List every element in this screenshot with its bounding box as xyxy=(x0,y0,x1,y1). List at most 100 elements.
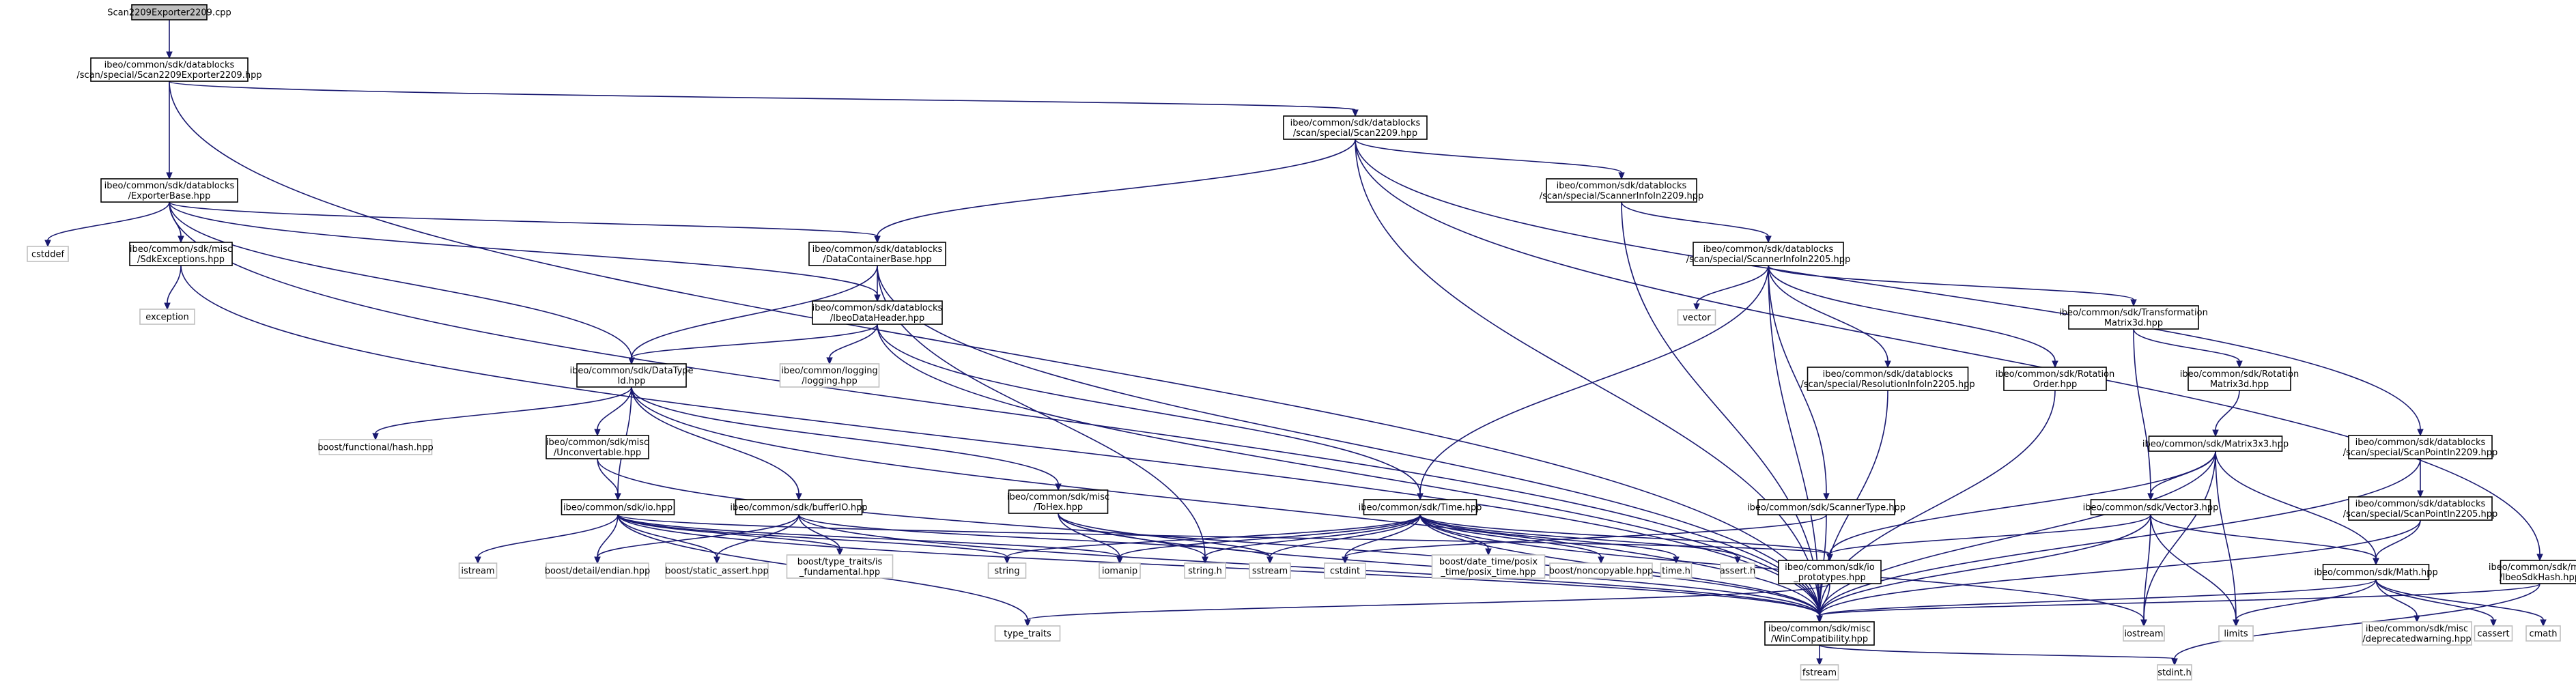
node-cpp[interactable]: Scan2209Exporter2209.cpp xyxy=(107,4,231,20)
node-ioHpp[interactable]: ibeo/common/sdk/io.hpp xyxy=(561,499,675,515)
edge-mat3x3-to-iostream xyxy=(2140,451,2216,627)
node-unconv[interactable]: ibeo/common/sdk/misc/Unconvertable.hpp xyxy=(546,435,649,459)
node-label: boost/static_assert.hpp xyxy=(665,567,768,577)
node-label: cstdint xyxy=(1330,567,1360,577)
node-label: boost/functional/hash.hpp xyxy=(317,443,434,453)
edge-winCompat-to-fstream xyxy=(1816,645,1823,666)
node-label: ibeo/common/sdk/io.hpp xyxy=(563,503,673,513)
node-label: ibeo/common/sdk/datablocks xyxy=(1703,244,1834,255)
edge-timeHpp-to-noncopy xyxy=(1419,514,1604,564)
node-box xyxy=(2157,664,2192,681)
node-dcBase[interactable]: ibeo/common/sdk/datablocks/DataContainer… xyxy=(808,242,946,266)
edge-scanHpp-to-sp2209 xyxy=(1355,139,2424,437)
edge-dataType-to-bfHash xyxy=(372,386,632,441)
node-label: /Unconvertable.hpp xyxy=(554,448,641,458)
edge-timeHpp-to-string xyxy=(1004,514,1421,564)
node-label: ibeo/common/sdk/bufferIO.hpp xyxy=(730,503,867,513)
node-box xyxy=(1807,367,1969,391)
edge-timeHpp-to-stringH xyxy=(1202,514,1421,564)
node-assertH: assert.h xyxy=(1720,562,1755,579)
node-timeHpp[interactable]: ibeo/common/sdk/Time.hpp xyxy=(1359,499,1482,515)
node-scanHpp[interactable]: ibeo/common/sdk/datablocks/scan/special/… xyxy=(1283,115,1428,140)
node-sp2205[interactable]: ibeo/common/sdk/datablocks/scan/special/… xyxy=(2343,496,2498,521)
node-cstddef: cstddef xyxy=(27,246,69,262)
node-label: boost/detail/endian.hpp xyxy=(545,567,651,577)
edge-sdkHash-to-stdintH xyxy=(2171,583,2540,666)
edge-vec3-to-iostream xyxy=(2140,514,2151,627)
node-exporterBase[interactable]: ibeo/common/sdk/datablocks/ExporterBase.… xyxy=(100,178,238,203)
node-box xyxy=(1660,562,1693,579)
node-box xyxy=(786,554,894,579)
edge-timeHpp-to-iomanip xyxy=(1116,514,1421,564)
node-label: ibeo/common/sdk/misc xyxy=(2366,624,2468,634)
edge-exporterBase-to-winCompat xyxy=(169,201,1823,623)
edge-math-to-limits xyxy=(2233,579,2377,627)
edge-transMat-to-vec3 xyxy=(2133,328,2154,501)
node-label: ibeo/common/sdk/datablocks xyxy=(2355,438,2486,448)
node-cassert: cassert xyxy=(2474,625,2513,642)
node-label: /scan/special/ScannerInfoIn2209.hpp xyxy=(1540,191,1703,201)
node-ibeoHdr[interactable]: ibeo/common/sdk/datablocks/IbeoDataHeade… xyxy=(812,300,943,325)
node-iostream: iostream xyxy=(2123,625,2165,642)
node-bufferIO[interactable]: ibeo/common/sdk/bufferIO.hpp xyxy=(730,499,868,515)
node-label: ibeo/common/sdk/misc xyxy=(130,244,232,255)
node-box xyxy=(546,562,649,579)
node-math[interactable]: ibeo/common/sdk/Math.hpp xyxy=(2314,564,2438,580)
node-vec3[interactable]: ibeo/common/sdk/Vector3.hpp xyxy=(2083,499,2219,515)
node-scannerType[interactable]: ibeo/common/sdk/ScannerType.hpp xyxy=(1747,499,1906,515)
edge-ioProto-to-typeTraits xyxy=(1024,583,1830,627)
node-mat3x3[interactable]: ibeo/common/sdk/Matrix3x3.hpp xyxy=(2142,435,2289,452)
edge-expHpp-to-scanHpp xyxy=(169,81,1359,117)
node-label: boost/noncopyable.hpp xyxy=(1549,567,1654,577)
edge-ibeoHdr-to-logging xyxy=(826,324,878,365)
node-transMat[interactable]: ibeo/common/sdk/TransformationMatrix3d.h… xyxy=(2059,305,2208,330)
edge-timeHpp-to-timeH xyxy=(1419,514,1680,564)
node-limits: limits xyxy=(2218,625,2254,642)
node-box xyxy=(1184,562,1226,579)
node-box xyxy=(1099,562,1141,579)
node-siInfo2205[interactable]: ibeo/common/sdk/datablocks/scan/special/… xyxy=(1686,242,1850,266)
node-exception: exception xyxy=(139,309,195,325)
node-sdkExc[interactable]: ibeo/common/sdk/misc/SdkExceptions.hpp xyxy=(129,242,233,266)
node-box xyxy=(2348,435,2493,459)
node-winCompat[interactable]: ibeo/common/sdk/misc/WinCompatibility.hp… xyxy=(1764,621,1875,646)
node-sdkHash[interactable]: ibeo/common/sdk/misc/IbeoSdkHash.hpp xyxy=(2489,560,2576,584)
node-label: /SdkExceptions.hpp xyxy=(137,255,225,265)
node-box xyxy=(2148,435,2283,452)
edge-layer xyxy=(44,20,2547,666)
node-sp2209[interactable]: ibeo/common/sdk/datablocks/scan/special/… xyxy=(2343,435,2498,459)
node-box xyxy=(546,435,649,459)
node-label: type_traits xyxy=(1004,629,1051,640)
node-label: /deprecatedwarning.hpp xyxy=(2362,634,2471,644)
edge-vec3-to-math xyxy=(2150,514,2379,566)
edge-sp2209-to-sp2205 xyxy=(2417,458,2424,498)
node-label: Order.hpp xyxy=(2033,380,2078,390)
node-box xyxy=(2474,625,2513,642)
node-istream: istream xyxy=(458,562,498,579)
node-label: string xyxy=(994,567,1019,577)
node-toHex[interactable]: ibeo/common/sdk/misc/ToHex.hpp xyxy=(1007,489,1109,514)
node-resInfo[interactable]: ibeo/common/sdk/datablocks/scan/special/… xyxy=(1800,367,1975,391)
node-label: /scan/special/ScannerInfoIn2205.hpp xyxy=(1686,255,1850,265)
node-timeH: time.h xyxy=(1660,562,1693,579)
node-ioProto[interactable]: ibeo/common/sdk/io_prototypes.hpp xyxy=(1778,560,1882,584)
edge-exporterBase-to-dcBase xyxy=(169,201,881,244)
node-stringH: string.h xyxy=(1184,562,1226,579)
node-label: limits xyxy=(2224,629,2248,640)
node-label: ibeo/common/sdk/misc xyxy=(2489,562,2576,573)
node-siInfo2209[interactable]: ibeo/common/sdk/datablocks/scan/special/… xyxy=(1540,178,1703,203)
node-label: time.h xyxy=(1662,567,1690,577)
node-cstdint: cstdint xyxy=(1324,562,1366,579)
edge-siInfo2205-to-timeHpp xyxy=(1417,265,1769,501)
node-label: /IbeoSdkHash.hpp xyxy=(2500,573,2576,583)
node-label: ibeo/common/sdk/Math.hpp xyxy=(2314,568,2438,578)
node-expHpp[interactable]: ibeo/common/sdk/datablocks/scan/special/… xyxy=(76,57,262,82)
node-box xyxy=(808,242,946,266)
node-box xyxy=(1764,621,1875,646)
node-label: boost/type_traits/is xyxy=(797,557,883,567)
node-label: /logging.hpp xyxy=(802,376,857,386)
node-box xyxy=(2362,621,2472,646)
